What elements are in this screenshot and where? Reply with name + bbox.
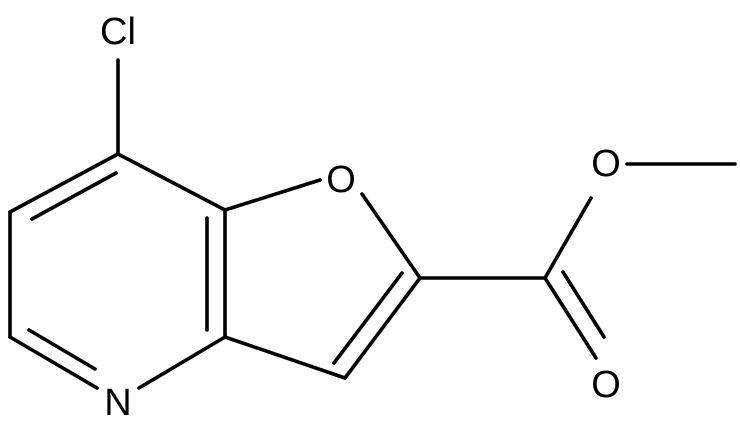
- bond-c5-n4: [8, 335, 99, 390]
- bond-carbonyl-o-double: [561, 270, 606, 339]
- bond-c5-n4-double: [27, 328, 97, 371]
- atom-label-carbonyl-oxygen: O: [591, 364, 621, 406]
- bond-c2-c3: [343, 276, 422, 380]
- bond-carbonyl-o: [543, 276, 598, 360]
- bond-c2-c3-double: [332, 271, 404, 365]
- bond-c7-c6: [8, 152, 120, 214]
- atom-label-chlorine: Cl: [100, 11, 136, 53]
- bond-c7-c6-double: [30, 171, 118, 221]
- atom-label-ester-oxygen: O: [591, 143, 621, 185]
- bond-c7-c7a: [116, 152, 227, 212]
- bond-c7a-o1: [223, 178, 322, 212]
- bond-carbonyl-ester-o: [543, 196, 593, 280]
- atom-label-ring-nitrogen: N: [104, 382, 131, 424]
- bond-n4-c3a: [137, 335, 227, 390]
- bond-c3-c3a: [223, 335, 347, 380]
- atom-label-ring-oxygen: O: [326, 159, 356, 201]
- bond-o1-c2: [360, 192, 422, 280]
